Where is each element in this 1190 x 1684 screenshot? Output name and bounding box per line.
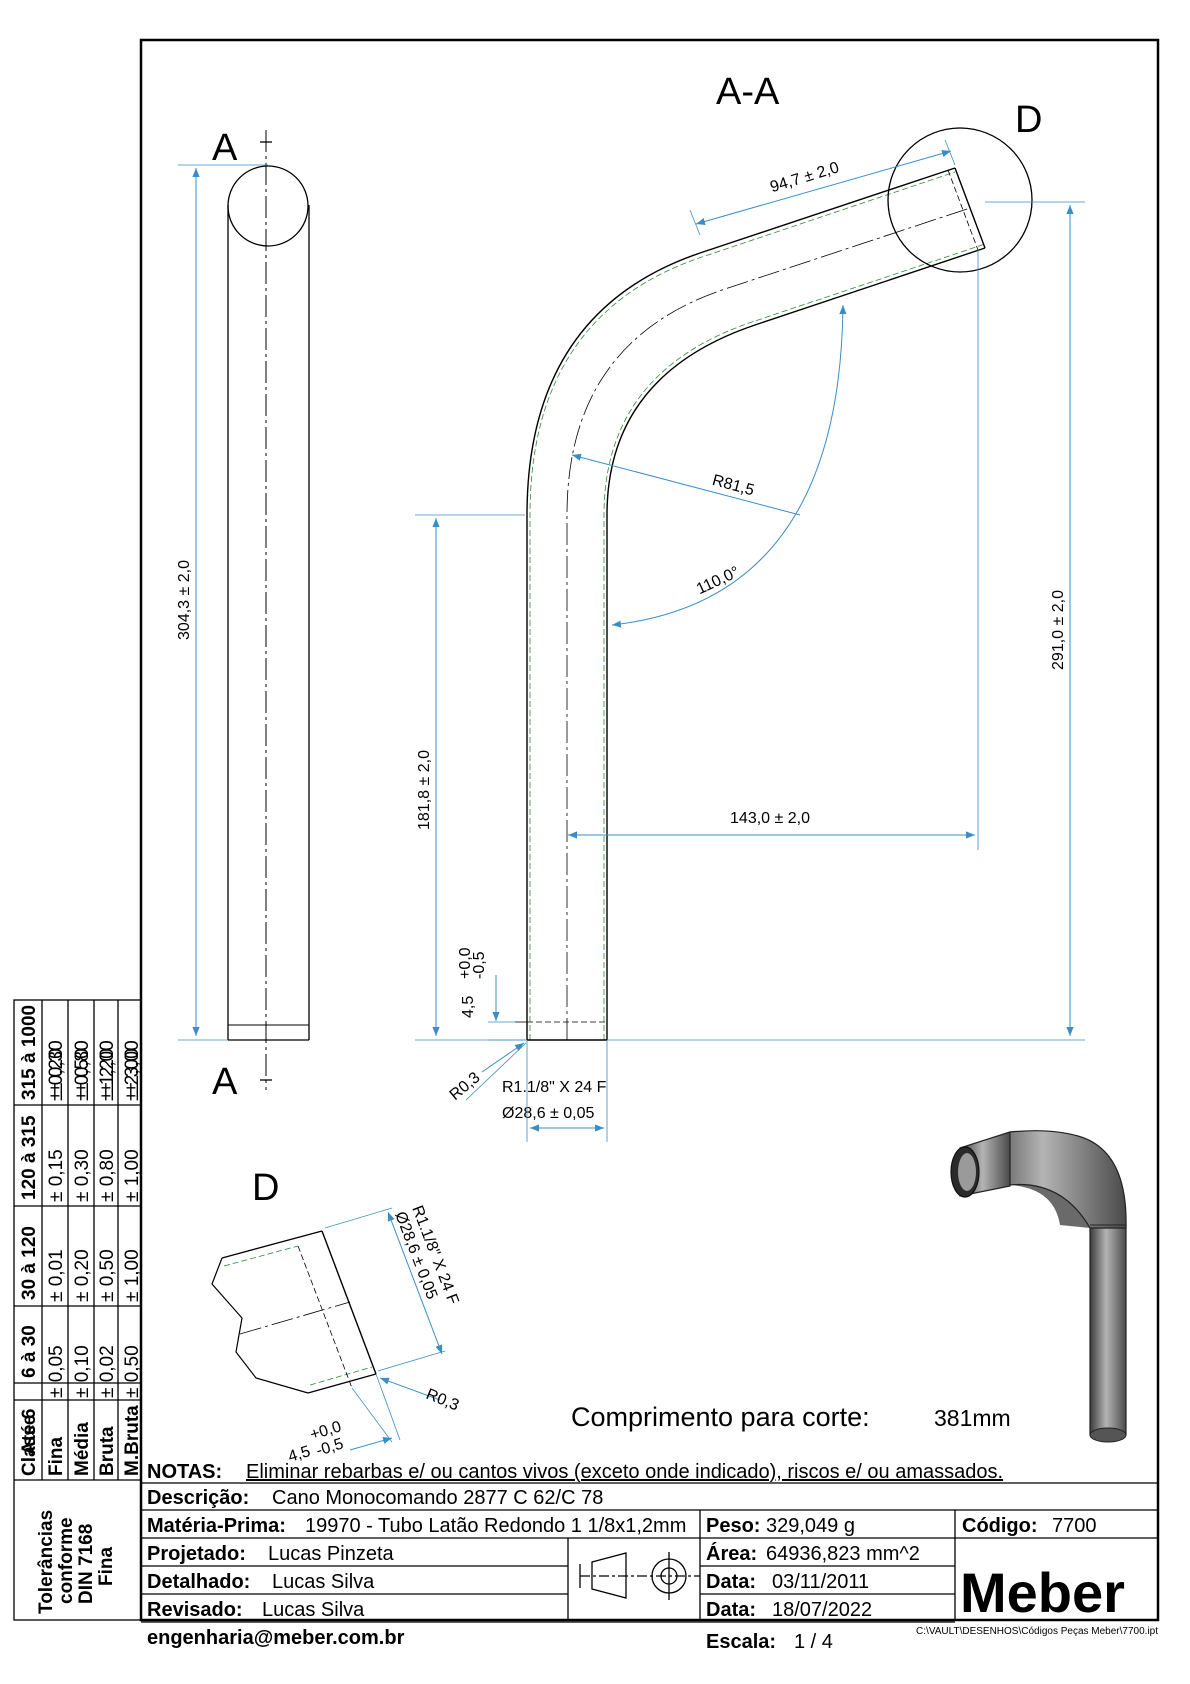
tol-value: ± 0,80 [72,1040,93,1093]
tol-value: ± 0,80 [97,1149,118,1202]
detail-view-label: D [252,1167,279,1209]
materia-value: 19970 - Tubo Latão Redondo 1 1/8x1,2mm [305,1515,686,1537]
peso-value: 329,049 g [766,1515,855,1537]
cut-length-value: 381mm [934,1405,1011,1431]
tol-class-bruta: Bruta [97,1426,118,1476]
tol-value: ± 0,02 [97,1345,118,1398]
data1-label: Data: [706,1571,756,1593]
tol-value: ± 2,00 [97,1040,118,1093]
revisado-label: Revisado: [147,1599,243,1621]
codigo-label: Código: [962,1515,1038,1537]
projetado-value: Lucas Pinzeta [268,1543,395,1565]
tol-value: ± 3,00 [122,1040,143,1093]
codigo-value: 7700 [1052,1515,1097,1537]
dim-straight-length: 304,3 ± 2,0 [176,560,193,640]
materia-label: Matéria-Prima: [147,1515,286,1537]
data2-label: Data: [706,1599,756,1621]
dim-end-length-lines [689,139,956,236]
tol-header-line4: Fina [96,1547,117,1586]
dim-diameter-lines [526,1040,608,1142]
section-label: A-A [716,71,780,113]
tol-value: ± 1,20 [97,1048,118,1101]
projection-symbol [579,1552,700,1600]
detail-chamfer-depth: 4,5 [286,1443,312,1466]
dim-horizontal: 143,0 ± 2,0 [730,810,810,827]
data1-value: 03/11/2011 [772,1571,869,1593]
dim-angle: 110,0° [694,564,742,599]
area-label: Área: [706,1542,757,1565]
dim-lower-length: 181,8 ± 2,0 [416,750,433,830]
file-path: C:\VAULT\DESENHOS\Códigos Peças Meber\77… [916,1626,1158,1637]
tol-range-0: Até 6 [19,1409,40,1455]
tol-value: ± 0,30 [72,1149,93,1202]
tol-range-2: 30 à 120 [19,1226,40,1300]
descricao-label: Descrição: [147,1487,249,1509]
descricao-value: Cano Monocomando 2877 C 62/C 78 [272,1487,603,1509]
tol-value: ± 0,20 [72,1249,93,1302]
cut-label-top: A [212,127,238,169]
cut-label-bottom: A [212,1061,238,1103]
revisado-value: Lucas Silva [262,1599,365,1621]
tol-value: ± 0,50 [97,1249,118,1302]
tol-header-line3: DIN 7168 [76,1524,97,1604]
tolerance-table [13,999,142,1621]
tol-value: ± 0,20 [46,1048,67,1101]
detail-view [211,1207,446,1451]
dim-thread: R1.1/8" X 24 F [502,1079,607,1096]
tol-range-4: 315 à 1000 [19,1005,40,1100]
bent-tube-section [515,127,1033,1041]
data2-value: 18/07/2022 [772,1599,872,1621]
cut-length-label: Comprimento para corte: [571,1402,870,1432]
dim-diameter: Ø28,6 ± 0,05 [502,1105,595,1122]
notes-text: Eliminar rebarbas e/ ou cantos vivos (ex… [246,1461,1003,1483]
projetado-label: Projetado: [147,1543,246,1565]
dim-chamfer-depth: 4,5 [460,996,477,1018]
tube-3d-preview [950,1130,1127,1443]
tol-class-media: Média [72,1422,93,1476]
dim-height-lines [607,201,1085,1041]
tol-range-1: 6 à 30 [19,1325,40,1378]
dim-edge-radius: R0,3 [447,1069,484,1104]
tol-value: ± 0,30 [46,1040,67,1093]
dim-height: 291,0 ± 2,0 [1050,590,1067,670]
detail-edge-radius: R0,3 [424,1386,462,1414]
tol-value: ± 0,01 [46,1249,67,1302]
detalhado-value: Lucas Silva [272,1571,375,1593]
tol-value: ± 0,10 [72,1345,93,1398]
tol-classes-header: Classe [19,1415,40,1476]
detalhado-label: Detalhado: [147,1571,250,1593]
thread-leader [465,1042,527,1101]
title-block-grid [140,1482,1158,1620]
tol-range-3: 120 à 315 [19,1115,40,1200]
dim-chamfer-tol-minus: -0,5 [471,951,488,979]
tol-class-fina: Fina [46,1437,67,1476]
tol-value: ± 1,00 [122,1249,143,1302]
dim-end-length: 94,7 ± 2,0 [768,159,841,196]
dim-chamfer-tol-plus: +0,0 [457,947,474,979]
brand-logo: Meber [960,1561,1125,1624]
peso-label: Peso: [706,1515,760,1537]
tol-value: ± 0,50 [72,1048,93,1101]
notes-label: NOTAS: [147,1461,222,1483]
tol-value: ± 1,00 [122,1149,143,1202]
tol-header-line1: Tolerâncias [36,1510,57,1614]
tol-value: ± 2,00 [122,1048,143,1101]
area-value: 64936,823 mm^2 [766,1543,920,1565]
dim-horizontal-lines [568,250,979,850]
tol-value: ± 0,05 [46,1345,67,1398]
dim-chamfer-lines [488,975,527,1041]
detail-callout-label: D [1015,99,1042,141]
dim-bend-radius-line [571,453,801,516]
straight-view [178,130,310,1090]
tol-class-mbruta: M.Bruta [122,1405,143,1476]
dim-bend-radius: R81,5 [710,472,756,499]
tol-value: ± 0,50 [122,1345,143,1398]
dim-edge-radius-line [481,1042,525,1073]
tol-header-line2: conforme [56,1517,77,1604]
sheet-border [139,38,1160,1622]
dim-angle-arc [611,304,847,628]
tol-value: ± 0,15 [46,1149,67,1202]
